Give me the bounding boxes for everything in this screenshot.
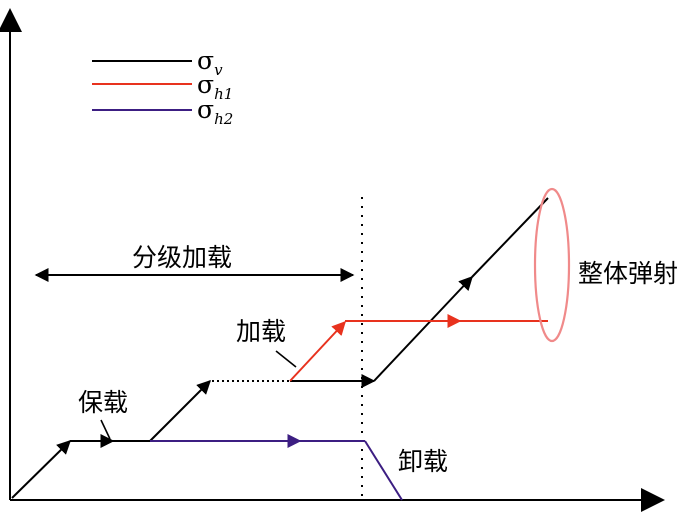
sigma-h2-seg-unload — [364, 440, 403, 501]
sigma-h1-path — [289, 314, 548, 382]
sigma-h1-seg-rise — [289, 320, 346, 382]
label-unloading: 卸载 — [398, 447, 448, 476]
sigma-v-path — [11, 197, 549, 499]
sigma-v-seg-rise-final-b — [471, 197, 549, 278]
label-loading: 加载 — [236, 317, 286, 346]
sigma-v-seg-rise-1 — [11, 440, 71, 499]
legend-label-sigma-v: σv — [197, 46, 223, 79]
sigma-v-seg-rise-2 — [149, 380, 211, 442]
loading-leader-line — [275, 350, 297, 368]
label-elastic: 整体弹射 — [578, 259, 678, 288]
holding-leader-line — [100, 419, 111, 440]
legend-label-sigma-h1: σh1 — [197, 70, 233, 103]
label-staged-loading: 分级加载 — [132, 243, 232, 272]
legend: σv σh1 σh2 — [92, 46, 233, 128]
legend-label-sigma-h2: σh2 — [197, 95, 233, 128]
sigma-h2-path — [150, 434, 403, 501]
sigma-v-seg-rise-final-a — [373, 275, 473, 382]
elastic-highlight-ellipse — [533, 187, 571, 343]
label-holding: 保载 — [78, 388, 128, 417]
